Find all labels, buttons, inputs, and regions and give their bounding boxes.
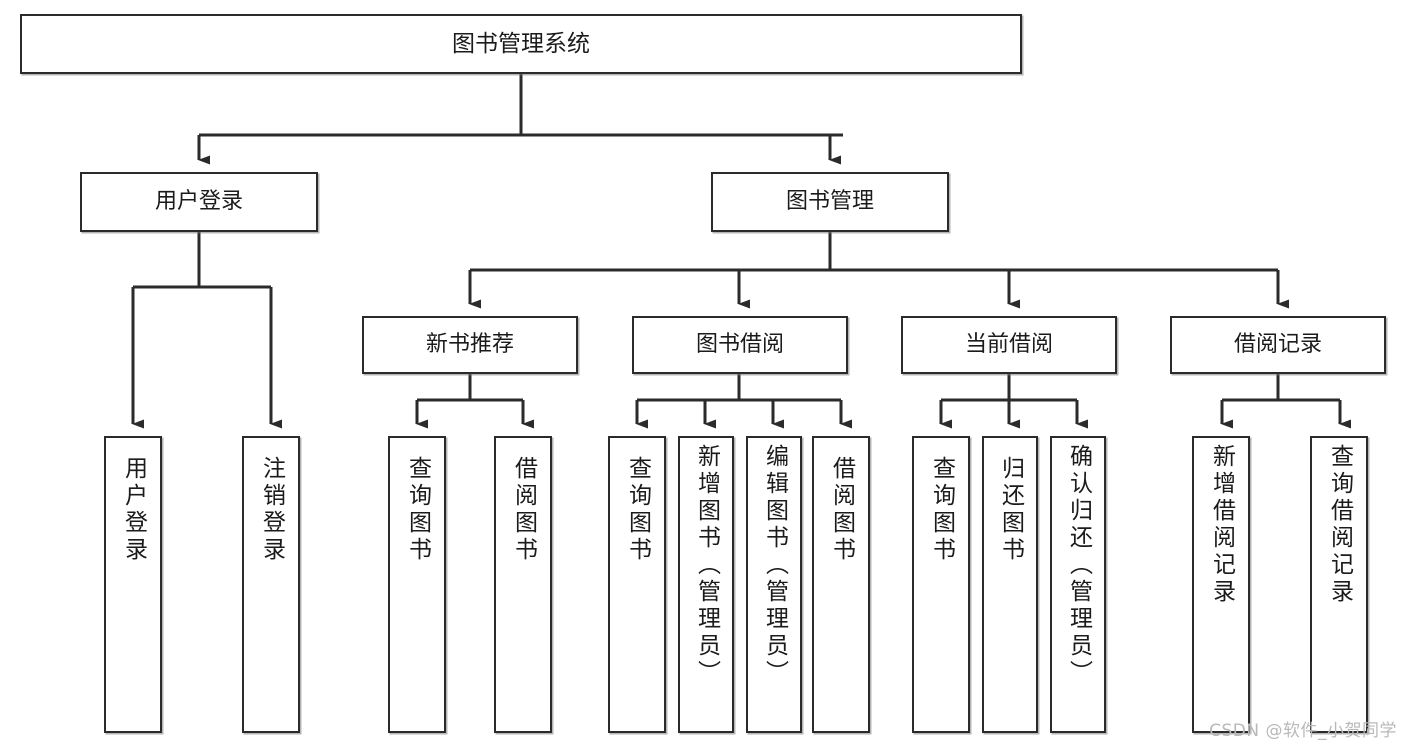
node-book-management[interactable]: 图书管理 bbox=[711, 172, 949, 232]
leaf-borrow-book-borrow[interactable]: 借阅图书 bbox=[812, 436, 870, 733]
node-book-borrow[interactable]: 图书借阅 bbox=[632, 316, 848, 374]
node-label: 确认归还（管理员） bbox=[1065, 444, 1092, 687]
node-label: 图书管理系统 bbox=[452, 30, 590, 57]
leaf-edit-book-admin[interactable]: 编辑图书（管理员） bbox=[746, 436, 802, 733]
node-current-borrow[interactable]: 当前借阅 bbox=[901, 316, 1117, 374]
node-label: 新书推荐 bbox=[425, 331, 514, 357]
node-label: 查询借阅记录 bbox=[1326, 444, 1353, 606]
node-label: 借阅记录 bbox=[1233, 331, 1322, 357]
leaf-user-login[interactable]: 用户登录 bbox=[104, 436, 162, 733]
csdn-watermark: CSDN @软件_小贺同学 bbox=[1209, 721, 1397, 741]
node-label: 注销登录 bbox=[258, 456, 285, 564]
node-label: 图书管理 bbox=[785, 188, 874, 214]
leaf-return-book[interactable]: 归还图书 bbox=[982, 436, 1038, 733]
leaf-add-borrow-record[interactable]: 新增借阅记录 bbox=[1192, 436, 1250, 733]
node-label: 查询图书 bbox=[624, 456, 651, 564]
leaf-query-book-recommend[interactable]: 查询图书 bbox=[388, 436, 446, 733]
node-label: 当前借阅 bbox=[964, 331, 1053, 357]
node-label: 新增借阅记录 bbox=[1208, 444, 1235, 606]
leaf-add-book-admin[interactable]: 新增图书（管理员） bbox=[678, 436, 734, 733]
node-label: 用户登录 bbox=[120, 456, 147, 564]
node-new-book-recommend[interactable]: 新书推荐 bbox=[362, 316, 578, 374]
node-label: 新增图书（管理员） bbox=[693, 444, 720, 687]
leaf-query-book-current[interactable]: 查询图书 bbox=[912, 436, 970, 733]
node-book-management-system[interactable]: 图书管理系统 bbox=[20, 14, 1022, 74]
node-label: 编辑图书（管理员） bbox=[761, 444, 788, 687]
node-label: 查询图书 bbox=[404, 456, 431, 564]
leaf-confirm-return-admin[interactable]: 确认归还（管理员） bbox=[1050, 436, 1106, 733]
leaf-query-borrow-record[interactable]: 查询借阅记录 bbox=[1310, 436, 1368, 733]
node-label: 图书借阅 bbox=[695, 331, 784, 357]
node-label: 归还图书 bbox=[997, 456, 1024, 564]
leaf-borrow-book-recommend[interactable]: 借阅图书 bbox=[494, 436, 552, 733]
leaf-logout[interactable]: 注销登录 bbox=[242, 436, 300, 733]
node-label: 借阅图书 bbox=[510, 456, 537, 564]
node-label: 借阅图书 bbox=[828, 456, 855, 564]
leaf-query-book-borrow[interactable]: 查询图书 bbox=[608, 436, 666, 733]
node-label: 查询图书 bbox=[928, 456, 955, 564]
node-label: 用户登录 bbox=[154, 188, 243, 214]
node-user-login[interactable]: 用户登录 bbox=[80, 172, 318, 232]
node-borrow-record[interactable]: 借阅记录 bbox=[1170, 316, 1386, 374]
